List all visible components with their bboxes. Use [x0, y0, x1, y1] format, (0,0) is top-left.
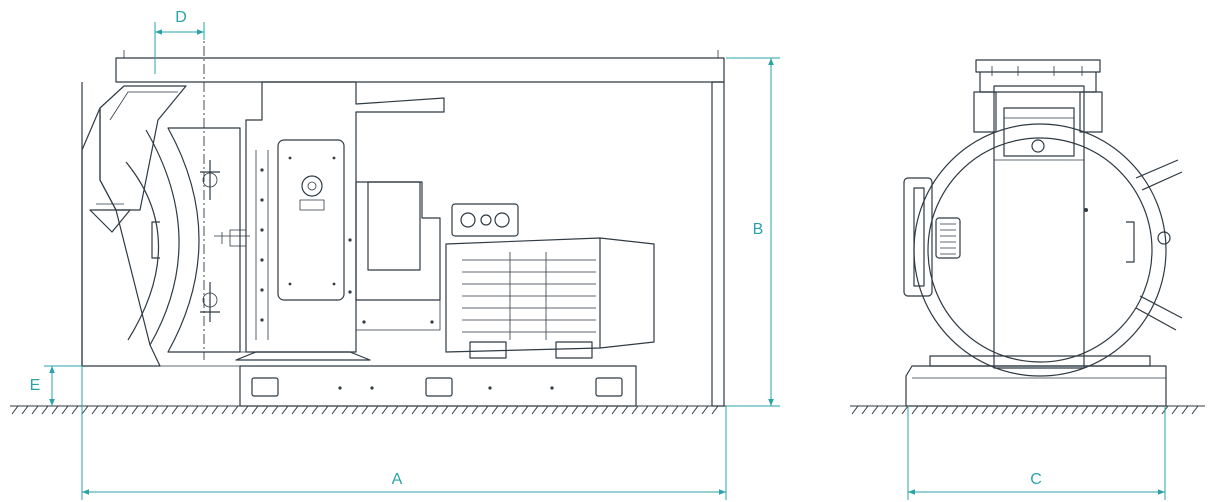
dimension-e: E — [30, 365, 82, 406]
front-view — [903, 59, 1183, 407]
dimension-d: D — [154, 9, 205, 74]
dimension-c: C — [907, 406, 1166, 500]
dimension-label-a: A — [392, 471, 403, 488]
dimension-a: A — [81, 366, 727, 500]
dimension-label-e: E — [30, 377, 41, 394]
dimension-label-c: C — [1030, 471, 1042, 488]
dimension-label-d: D — [175, 9, 187, 26]
side-view — [81, 50, 725, 407]
ground-line-front — [850, 405, 1205, 415]
dimension-b: B — [726, 57, 780, 407]
dimension-label-b: B — [753, 221, 764, 238]
ground-line-side — [10, 405, 726, 415]
